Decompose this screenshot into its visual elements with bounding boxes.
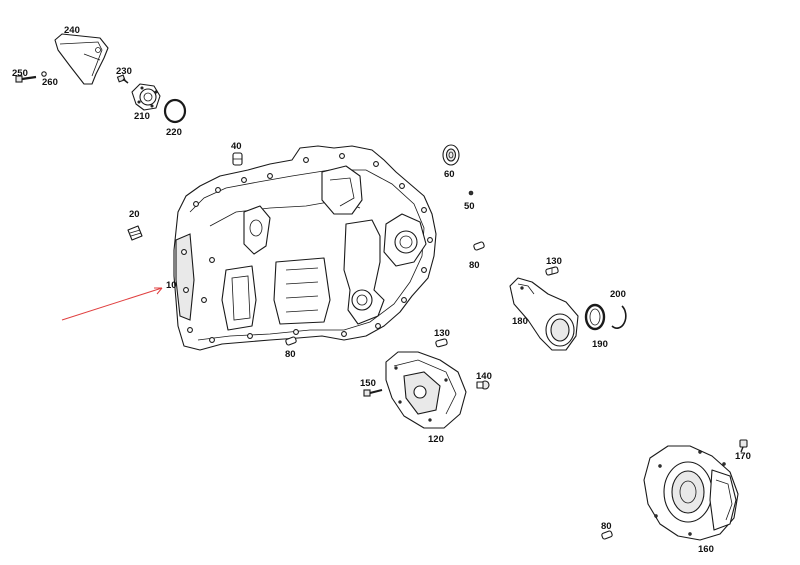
part-230-screw[interactable] bbox=[116, 74, 129, 84]
label-220: 220 bbox=[166, 127, 182, 138]
label-120: 120 bbox=[428, 434, 444, 445]
part-130-screw-lower[interactable] bbox=[435, 338, 448, 348]
part-210-flange[interactable] bbox=[131, 83, 161, 111]
label-20: 20 bbox=[129, 209, 140, 220]
label-210: 210 bbox=[134, 111, 150, 122]
part-20-bracket[interactable] bbox=[127, 225, 143, 241]
part-80-sleeve-lower[interactable] bbox=[601, 530, 613, 540]
part-140-plug[interactable] bbox=[476, 380, 490, 390]
part-250-bolt[interactable] bbox=[15, 75, 37, 83]
part-180-carrier[interactable] bbox=[509, 277, 579, 351]
label-260: 260 bbox=[42, 77, 58, 88]
part-260-washer[interactable] bbox=[41, 71, 47, 77]
label-150: 150 bbox=[360, 378, 376, 389]
part-40-dowel[interactable] bbox=[232, 152, 243, 166]
part-130-screw-right[interactable] bbox=[545, 266, 559, 276]
part-10-housing[interactable] bbox=[173, 145, 437, 351]
label-200: 200 bbox=[610, 289, 626, 300]
label-140: 140 bbox=[476, 371, 492, 382]
label-180: 180 bbox=[512, 316, 528, 327]
label-80-lower: 80 bbox=[601, 521, 612, 532]
label-80-middle: 80 bbox=[285, 349, 296, 360]
label-130-right: 130 bbox=[546, 256, 562, 267]
part-240-cover-plate[interactable] bbox=[54, 33, 109, 85]
label-40: 40 bbox=[231, 141, 242, 152]
label-10: 10 bbox=[166, 280, 177, 291]
label-190: 190 bbox=[592, 339, 608, 350]
annotation-arrow bbox=[61, 287, 163, 321]
label-50: 50 bbox=[464, 201, 475, 212]
label-160: 160 bbox=[698, 544, 714, 555]
label-60: 60 bbox=[444, 169, 455, 180]
label-230: 230 bbox=[116, 66, 132, 77]
part-150-bolt[interactable] bbox=[363, 389, 383, 397]
part-160-end-housing[interactable] bbox=[643, 445, 739, 541]
label-250: 250 bbox=[12, 68, 28, 79]
part-80-sleeve-middle[interactable] bbox=[285, 336, 297, 346]
part-200-circlip[interactable] bbox=[611, 305, 627, 329]
part-60-bearing[interactable] bbox=[442, 144, 460, 166]
housing-bolt-holes bbox=[181, 153, 433, 343]
part-120-cover[interactable] bbox=[385, 351, 467, 429]
part-80-sleeve-upper[interactable] bbox=[473, 241, 485, 251]
label-80-upper: 80 bbox=[469, 260, 480, 271]
part-170-screw[interactable] bbox=[739, 439, 748, 453]
label-130-lower: 130 bbox=[434, 328, 450, 339]
part-50-pin[interactable] bbox=[468, 190, 474, 196]
part-220-oring[interactable] bbox=[163, 98, 187, 124]
label-170: 170 bbox=[735, 451, 751, 462]
part-190-seal[interactable] bbox=[584, 303, 606, 331]
label-240: 240 bbox=[64, 25, 80, 36]
